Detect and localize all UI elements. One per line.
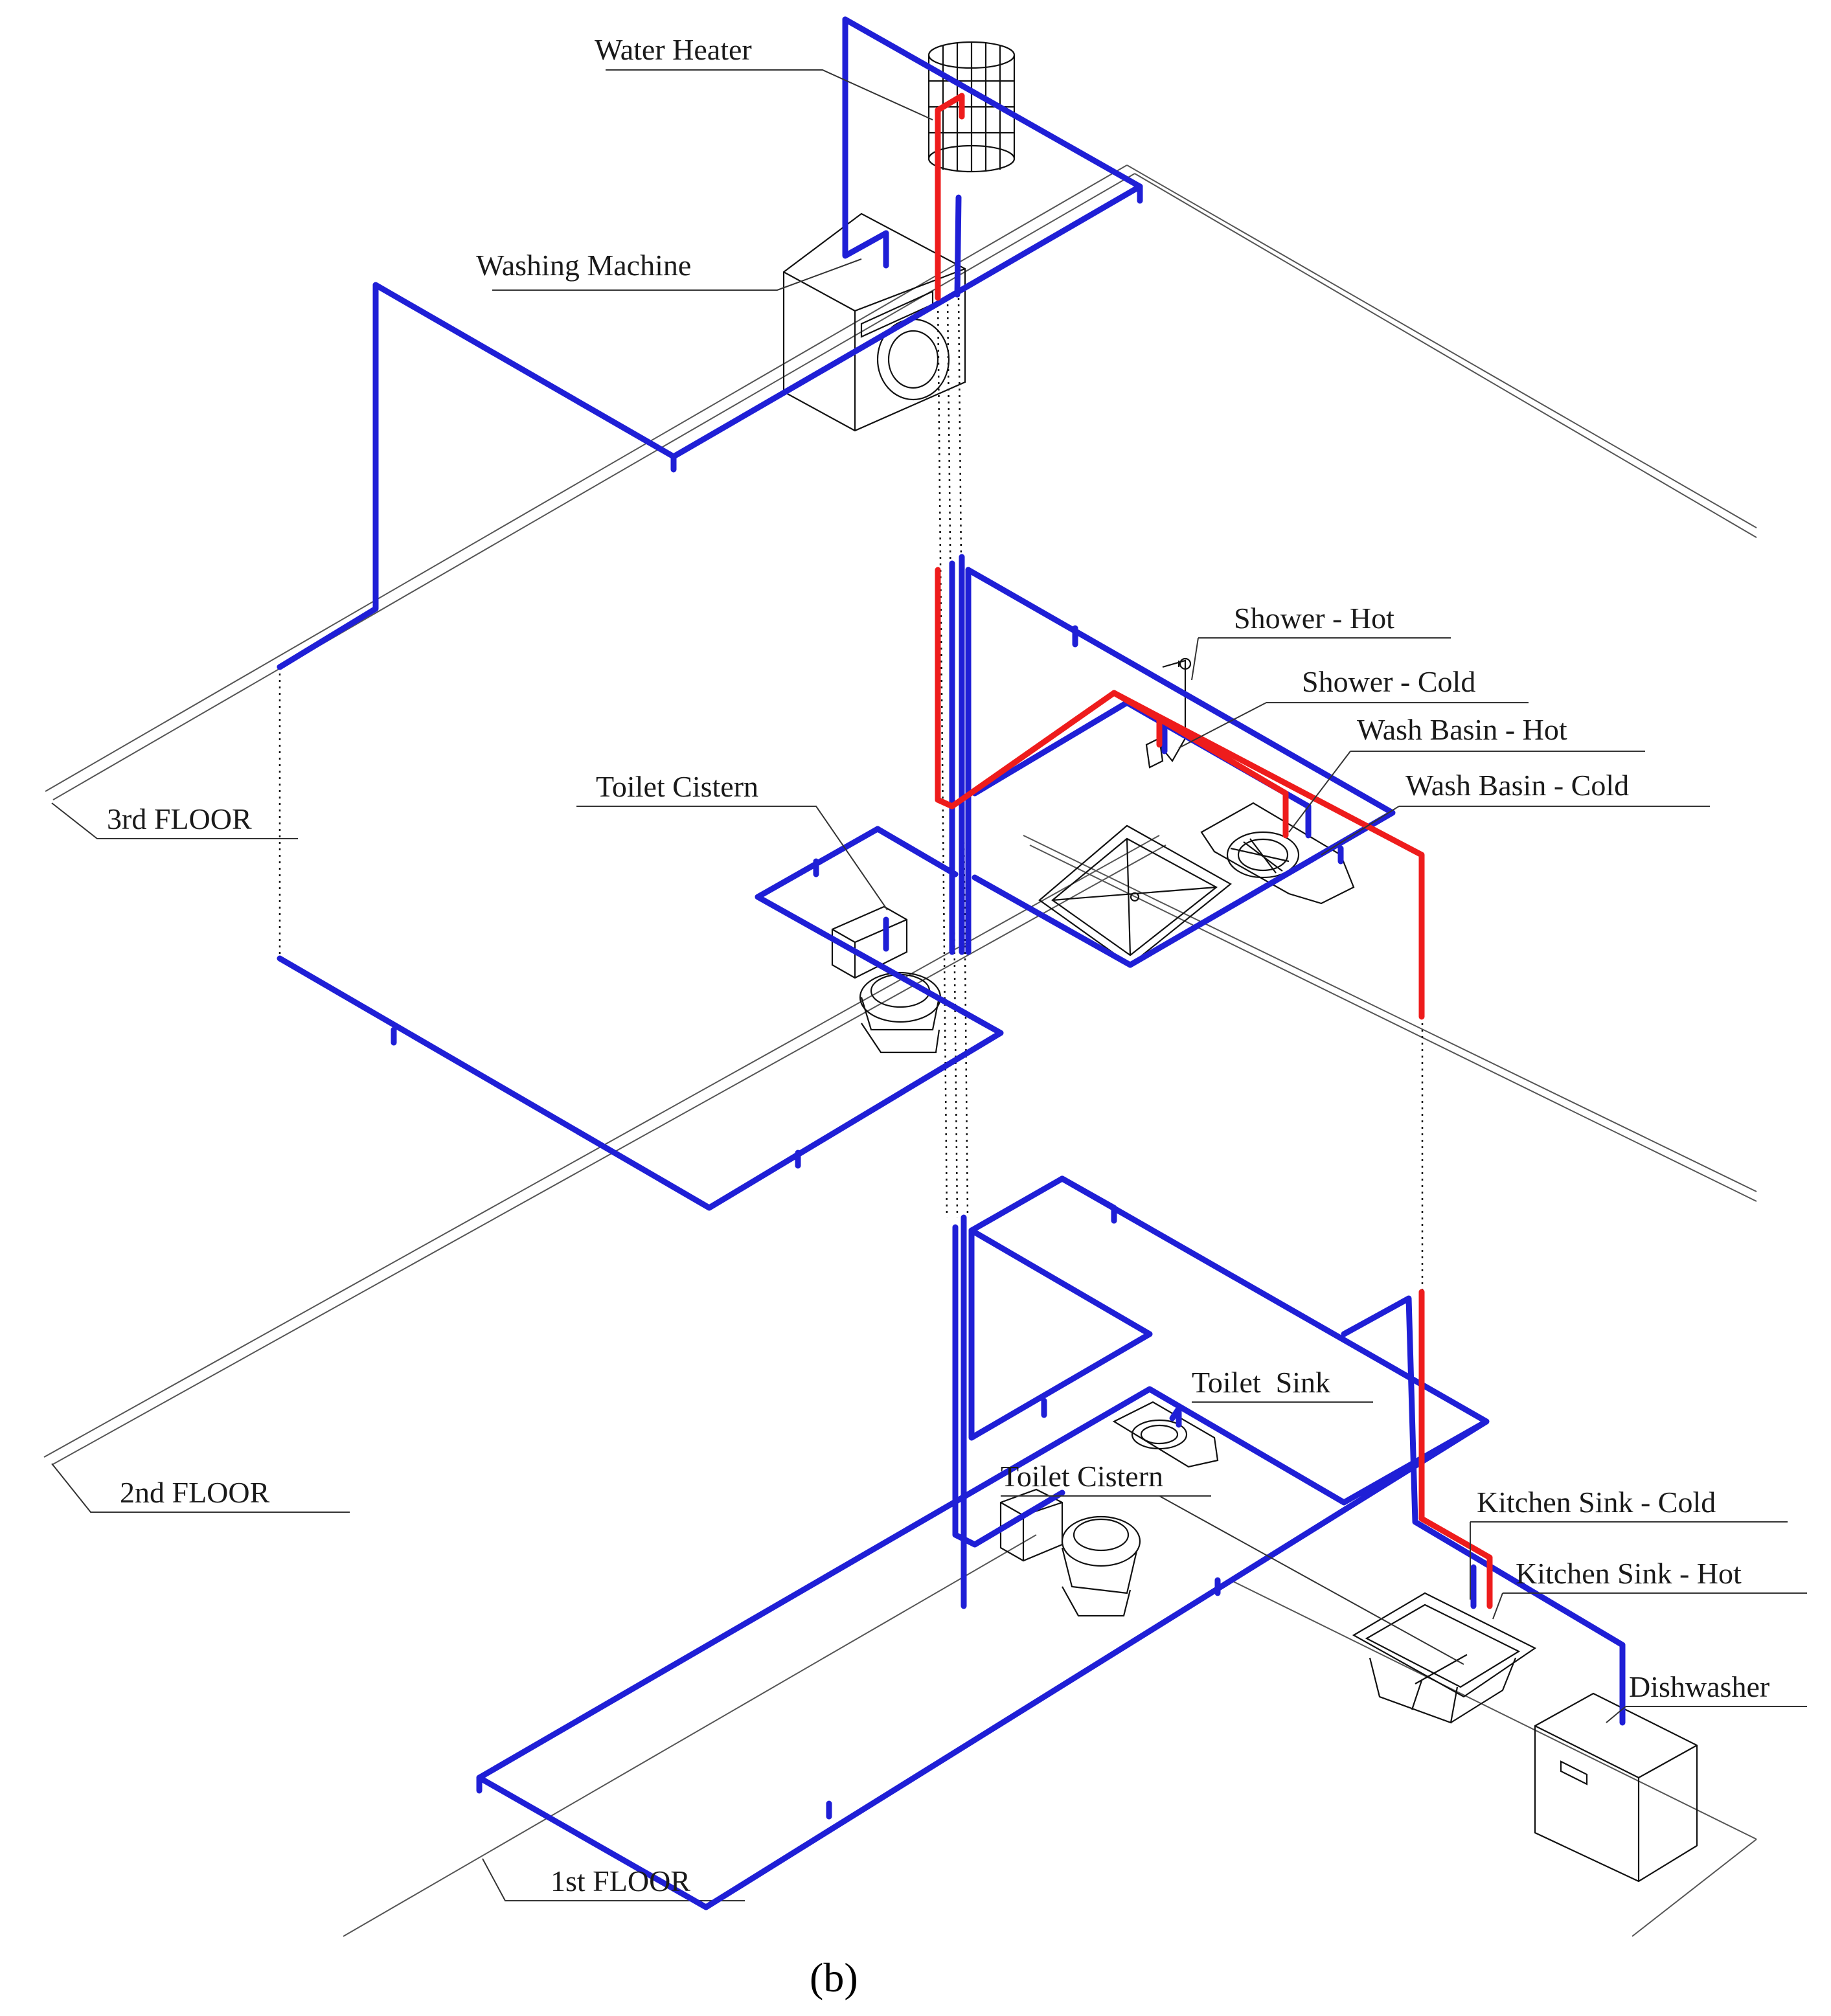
label-3rd-floor: 3rd FLOOR (107, 802, 252, 835)
floor-slab-2nd (43, 835, 1757, 1466)
hot-water-pipes (935, 93, 1493, 1609)
wash-basin-fixture (1200, 802, 1355, 905)
label-washing-machine: Washing Machine (476, 249, 691, 282)
label-shower-hot: Shower - Hot (1234, 602, 1394, 635)
shower-tray-fixture (1038, 824, 1232, 966)
floor-slab-3rd (45, 164, 1757, 800)
label-leaders (492, 69, 1807, 1723)
label-toilet-cistern-3rd: Toilet Cistern (596, 770, 758, 803)
floor-outlines (43, 164, 1757, 1937)
figure-caption: (b) (810, 1954, 858, 2000)
label-wash-basin-hot: Wash Basin - Hot (1357, 713, 1567, 746)
fixture-labels: Water Heater Washing Machine Shower - Ho… (476, 33, 1769, 1703)
label-water-heater: Water Heater (595, 33, 752, 66)
label-kitchen-sink-hot: Kitchen Sink - Hot (1516, 1557, 1742, 1590)
dishwasher-fixture (1534, 1692, 1698, 1883)
label-1st-floor: 1st FLOOR (551, 1864, 690, 1897)
floor-labels: 3rd FLOOR 2nd FLOOR 1st FLOOR (107, 802, 690, 1897)
label-kitchen-sink-cold: Kitchen Sink - Cold (1477, 1486, 1716, 1519)
dotted-connectors (279, 297, 1424, 1292)
floor-slab-1st (343, 1534, 1757, 1937)
kitchen-sink-fixture (1352, 1592, 1537, 1724)
label-2nd-floor: 2nd FLOOR (120, 1476, 270, 1509)
label-dishwasher: Dishwasher (1629, 1670, 1769, 1703)
toilet-sink-fixture (1112, 1401, 1219, 1468)
label-toilet-cistern-1st: Toilet Cistern (1001, 1460, 1163, 1493)
toilet-1st-fixture (999, 1488, 1141, 1617)
label-shower-cold: Shower - Cold (1302, 665, 1475, 698)
cold-water-pipes (277, 16, 1626, 1910)
label-toilet-sink: Toilet Sink (1192, 1366, 1330, 1399)
label-wash-basin-cold: Wash Basin - Cold (1405, 769, 1629, 802)
